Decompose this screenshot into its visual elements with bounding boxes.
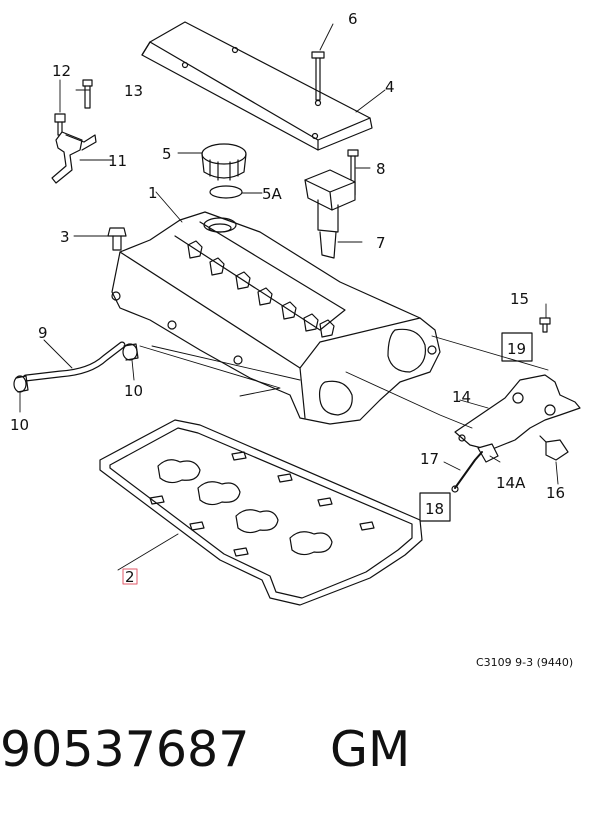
wire-bracket [454, 374, 581, 451]
top-cover-plate [141, 21, 373, 151]
callout-10-left: 10 [10, 416, 29, 434]
highlight-box-2 [122, 568, 138, 585]
parts-diagram: 6 4 12 13 11 5 5A 1 8 3 7 9 10 10 15 19 … [10, 10, 581, 669]
callout-14: 14 [452, 388, 471, 406]
callout-6: 6 [348, 10, 358, 28]
callout-8: 8 [376, 160, 386, 178]
reference-box-19 [501, 332, 533, 362]
bolt-part-3 [107, 227, 127, 251]
callout-5a: 5A [262, 185, 283, 203]
callout-10-right: 10 [124, 382, 143, 400]
callout-12: 12 [52, 62, 71, 80]
callout-9: 9 [38, 324, 48, 342]
callout-3: 3 [60, 228, 70, 246]
callout-15: 15 [510, 290, 529, 308]
callout-17: 17 [420, 450, 439, 468]
brand-name: GM [330, 721, 411, 778]
hose-clamp-right [122, 343, 139, 361]
reference-box-18 [419, 492, 451, 522]
bolt-part-6 [311, 51, 325, 101]
callout-13: 13 [124, 82, 143, 100]
bracket-part-11 [51, 79, 97, 184]
valve-cover [111, 211, 441, 425]
part-number: 90537687 [0, 721, 250, 778]
breather-hose [22, 341, 126, 382]
valve-cover-gasket [99, 419, 423, 606]
o-ring [209, 185, 243, 199]
callout-4: 4 [385, 78, 395, 96]
callout-2: 2 [125, 568, 135, 586]
callout-11: 11 [108, 152, 127, 170]
callout-16: 16 [546, 484, 565, 502]
hose-clamp-left [13, 375, 29, 393]
callout-1: 1 [148, 184, 158, 202]
callout-18: 18 [425, 500, 444, 518]
ignition-coil [304, 169, 356, 259]
oil-filler-cap [201, 143, 247, 181]
diagram-reference: C3109 9-3 (9440) [476, 656, 573, 669]
bolt-part-15 [539, 317, 551, 333]
callout-5: 5 [162, 145, 172, 163]
callout-7: 7 [376, 234, 386, 252]
sensor-lead [451, 451, 483, 493]
callout-14a: 14A [496, 474, 526, 492]
callout-19: 19 [507, 340, 526, 358]
leader-lines [19, 23, 559, 571]
sensor-part-16 [539, 435, 569, 461]
